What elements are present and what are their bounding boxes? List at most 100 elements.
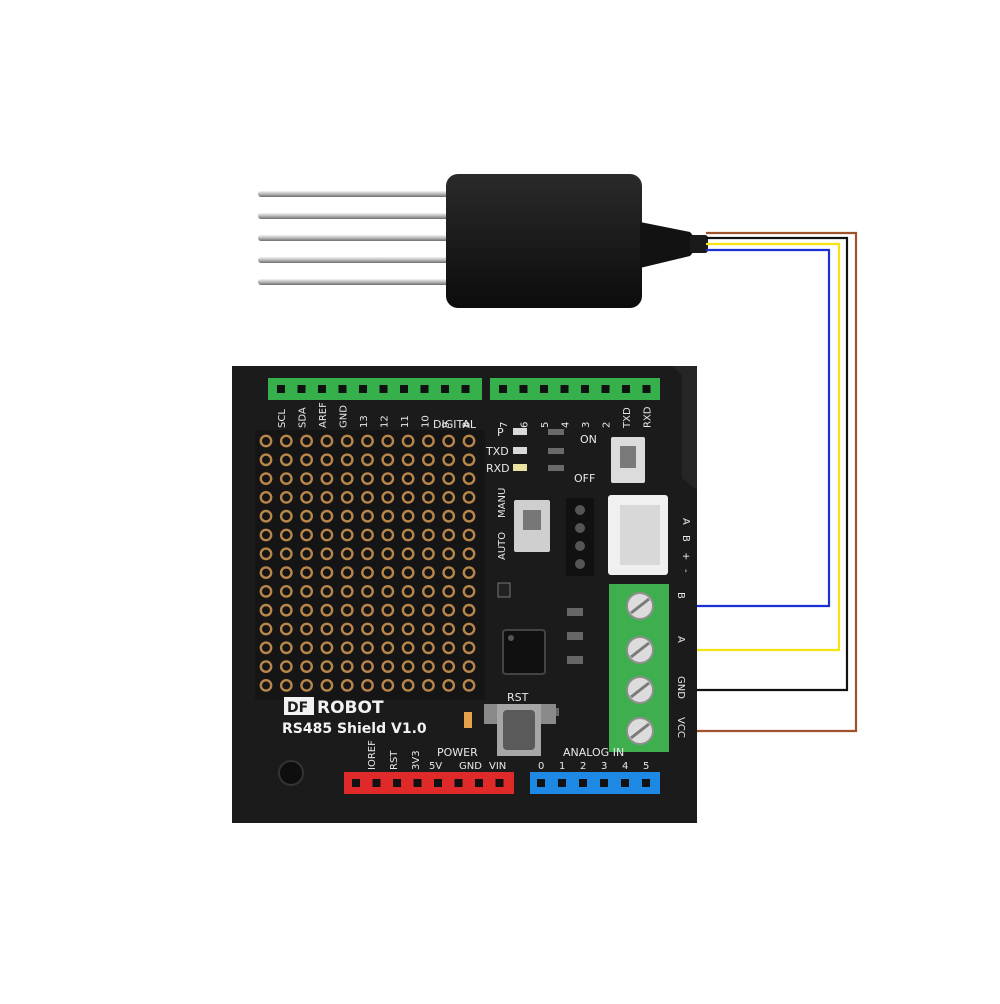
header-pin <box>413 779 422 787</box>
proto-pad <box>300 472 313 485</box>
terminal-screws <box>626 592 654 745</box>
proto-pad <box>462 547 476 561</box>
proto-pad <box>421 603 435 617</box>
proto-pad <box>320 528 334 542</box>
header-pin <box>297 385 306 393</box>
proto-pad <box>401 509 415 523</box>
proto-pad <box>462 679 476 692</box>
header-pin <box>359 385 367 393</box>
power-title: POWER <box>437 746 478 759</box>
smd-part <box>464 712 472 728</box>
pin-label: 10 <box>421 415 432 428</box>
proto-pad <box>361 453 374 467</box>
proto-pad <box>259 622 273 636</box>
jst-pin-label: B <box>680 535 691 542</box>
header-pin <box>621 779 629 787</box>
board-edge-cut <box>672 366 697 490</box>
header-pin <box>400 385 408 393</box>
proto-pad <box>421 528 435 542</box>
proto-pad <box>381 585 395 598</box>
reset-button-cap[interactable] <box>503 710 535 750</box>
reset-button[interactable]: RST <box>484 691 556 756</box>
resistor <box>548 448 564 454</box>
proto-pad <box>259 490 273 504</box>
proto-area <box>255 430 485 700</box>
proto-pad <box>259 528 273 542</box>
probe <box>258 213 450 219</box>
pin-label: 9 <box>441 422 452 428</box>
jst-connector[interactable]: AB+- <box>608 495 691 575</box>
proto-pad <box>442 585 456 598</box>
pin-label: 4 <box>561 422 572 428</box>
proto-pad <box>300 528 313 542</box>
proto-pad <box>462 622 476 636</box>
proto-pad <box>381 547 395 561</box>
proto-pad <box>279 472 293 485</box>
pin-label: AREF <box>318 402 329 428</box>
wire-blue-b <box>646 248 831 608</box>
proto-pad <box>421 660 435 673</box>
proto-pad <box>361 528 374 542</box>
logo-df-box <box>284 697 314 715</box>
proto-pad <box>259 509 273 523</box>
proto-pad <box>462 660 476 673</box>
terminal-label: VCC <box>675 717 686 738</box>
proto-pad <box>300 641 313 655</box>
power-switch[interactable]: ON OFF <box>574 433 645 485</box>
proto-pad <box>279 566 293 579</box>
pin-label: RXD <box>643 406 654 428</box>
proto-pad <box>259 641 273 655</box>
analog-pin-label: 0 <box>538 761 544 772</box>
power-switch-knob[interactable] <box>620 446 636 468</box>
header-pin <box>579 779 587 787</box>
power-pin-label: 3V3 <box>411 750 422 770</box>
header-pin <box>601 385 610 393</box>
pin-label: TXD <box>622 407 633 429</box>
pin-label: 8 <box>462 422 473 428</box>
resistor <box>548 429 564 435</box>
proto-pad <box>401 528 415 542</box>
proto-pad <box>300 679 313 692</box>
brand-logo[interactable]: DF ROBOT <box>284 697 384 718</box>
proto-pad <box>259 472 273 485</box>
proto-pad <box>279 679 293 692</box>
smd-part <box>567 608 583 616</box>
proto-pad <box>442 490 456 504</box>
proto-pad <box>340 453 354 467</box>
proto-pad <box>381 528 395 542</box>
power-pin-label: VIN <box>489 761 506 772</box>
header-pin <box>372 779 381 787</box>
wire-brown-vcc <box>646 231 858 733</box>
proto-pad <box>340 472 354 485</box>
proto-pad <box>401 603 415 617</box>
proto-pad <box>300 585 313 598</box>
proto-pad <box>462 453 476 467</box>
proto-pad <box>421 472 435 485</box>
mode-manu-label: MANU <box>497 488 508 518</box>
header-right-green <box>490 378 660 400</box>
header-pin <box>540 385 548 393</box>
proto-pad <box>340 641 354 655</box>
proto-pad <box>340 490 354 504</box>
smd-part <box>497 582 511 598</box>
proto-pad <box>340 585 354 598</box>
mode-switch-knob[interactable] <box>523 510 541 530</box>
proto-pad <box>340 528 354 542</box>
proto-pad <box>381 660 395 673</box>
cable-strain-relief <box>640 222 700 268</box>
proto-pad <box>320 472 334 485</box>
proto-pad <box>259 679 273 692</box>
proto-pad <box>401 585 415 598</box>
mode-switch[interactable]: AUTO MANU <box>497 488 550 560</box>
sensor-body <box>446 174 642 308</box>
proto-pad <box>442 528 456 542</box>
proto-pad <box>462 490 476 504</box>
pin-label: 2 <box>602 422 613 428</box>
proto-pad <box>442 453 456 467</box>
proto-pad <box>279 434 293 448</box>
terminal-label: B <box>675 592 686 599</box>
proto-pad <box>300 603 313 617</box>
